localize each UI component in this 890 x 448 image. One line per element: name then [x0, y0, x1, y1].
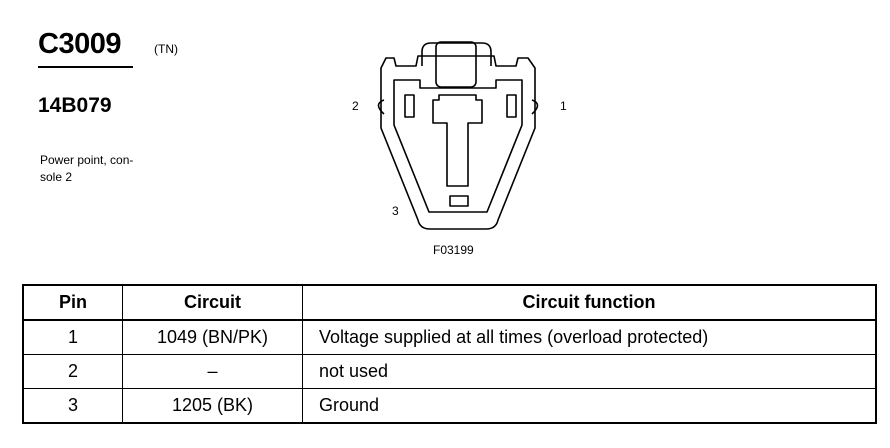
housing-outline — [380, 55, 536, 230]
connector-id: C3009 — [38, 28, 121, 60]
title-underline — [38, 66, 133, 68]
circuit-cell: 1205 (BK) — [122, 388, 303, 424]
pin-3-slot — [449, 195, 469, 207]
description-line: sole 2 — [40, 170, 73, 184]
pin-1-slot — [506, 94, 517, 118]
function-cell: Ground — [302, 388, 877, 424]
pin-cell: 2 — [22, 354, 123, 389]
pin-1-label: 1 — [560, 99, 567, 113]
header-circuit: Circuit — [122, 284, 303, 321]
pin-cell: 1 — [22, 319, 123, 355]
right-ear — [531, 99, 539, 115]
table-row: 1 1049 (BN/PK) Voltage supplied at all t… — [22, 319, 877, 355]
function-cell: Voltage supplied at all times (overload … — [302, 319, 877, 355]
table-header-row: Pin Circuit Circuit function — [22, 284, 877, 321]
description-line: Power point, con- — [40, 153, 134, 167]
left-ear — [377, 99, 385, 115]
table-row: 2 – not used — [22, 354, 877, 389]
connector-color: (TN) — [154, 42, 178, 56]
header-circuit-function: Circuit function — [302, 284, 877, 321]
pin-2-slot — [404, 94, 415, 118]
part-number: 14B079 — [38, 94, 112, 117]
housing-inner — [393, 79, 523, 213]
header-pin: Pin — [22, 284, 123, 321]
function-cell: not used — [302, 354, 877, 389]
circuit-cell: 1049 (BN/PK) — [122, 319, 303, 355]
circuit-cell: – — [122, 354, 303, 389]
figure-id: F03199 — [433, 243, 474, 257]
pinout-table: Pin Circuit Circuit function 1 1049 (BN/… — [22, 284, 877, 424]
connector-face-diagram: 2 1 3 — [352, 41, 567, 230]
connector-description: Power point, con- sole 2 — [40, 152, 180, 186]
pin-3-label: 3 — [392, 204, 399, 218]
pin-2-label: 2 — [352, 99, 359, 113]
latch-tab — [435, 41, 477, 88]
pin-cell: 3 — [22, 388, 123, 424]
t-keyway — [432, 94, 483, 187]
latch-outline — [421, 42, 492, 66]
table-row: 3 1205 (BK) Ground — [22, 388, 877, 424]
